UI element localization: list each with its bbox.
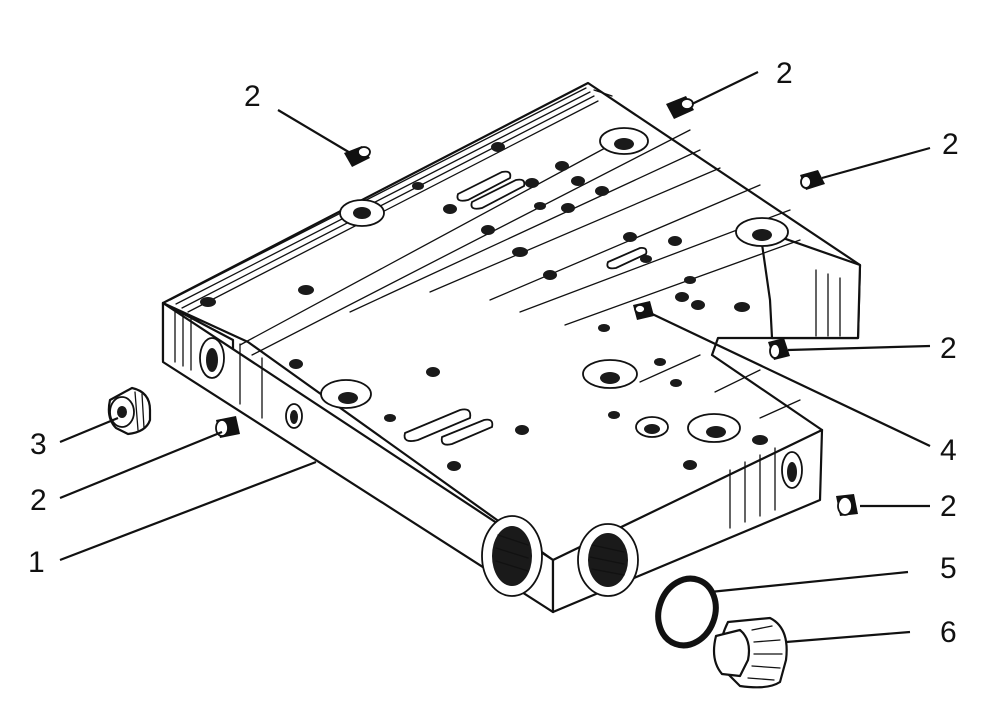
slot-ports [403, 170, 648, 446]
callout-2-right-low: 2 [940, 490, 957, 523]
set-screw-2-upper-right [666, 96, 694, 119]
callout-3: 3 [30, 428, 47, 461]
plug-3 [107, 386, 152, 436]
set-screw-2-right-mid [768, 338, 790, 360]
plug-6 [712, 616, 788, 689]
callout-2-upper-left: 2 [244, 80, 261, 113]
callout-2-right-mid: 2 [940, 332, 957, 365]
small-holes [200, 142, 768, 471]
port-bosses [320, 127, 789, 443]
callout-2-right-top: 2 [942, 128, 959, 161]
set-screw-4 [633, 301, 654, 320]
side-ports [199, 337, 803, 597]
set-screw-2-upper-left [344, 146, 371, 167]
callout-5: 5 [940, 552, 957, 585]
set-screw-2-right-top [800, 170, 825, 190]
leader-lines [59, 71, 931, 644]
o-ring-5 [655, 575, 719, 649]
callout-2-upper-right: 2 [776, 57, 793, 90]
callout-1: 1 [28, 546, 45, 579]
side-fins [174, 269, 841, 529]
edge-serrations [169, 87, 613, 313]
callout-4: 4 [940, 434, 957, 467]
callout-2-left: 2 [30, 484, 47, 517]
surface-lines [239, 129, 801, 419]
callout-labels: 2 2 2 2 3 2 1 4 2 5 6 [28, 57, 959, 649]
set-screw-2-left [215, 416, 240, 438]
set-screw-2-right-low [836, 494, 858, 516]
callout-6: 6 [940, 616, 957, 649]
valve-body [161, 81, 862, 614]
